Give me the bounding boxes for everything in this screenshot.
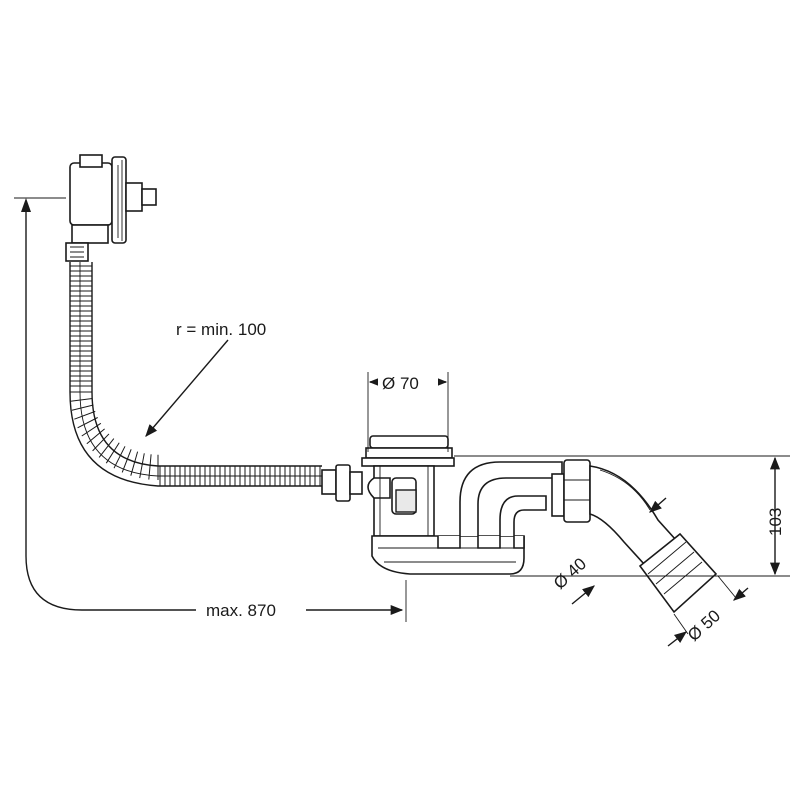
height-dimension: 103 <box>454 455 790 577</box>
hose-rib <box>74 410 96 420</box>
hose-rib <box>81 422 102 437</box>
hose-rib <box>105 442 120 464</box>
overflow-unit <box>65 154 157 262</box>
hose-rib <box>70 398 93 402</box>
hose-rib <box>71 404 94 411</box>
trap <box>371 461 563 575</box>
diameter-70-label: Ø 70 <box>382 374 419 393</box>
height-label: 103 <box>766 508 785 536</box>
hose-rib <box>113 446 126 469</box>
radius-dimension: r = min. 100 <box>145 320 266 437</box>
hose-rib <box>98 438 115 458</box>
radius-label: r = min. 100 <box>176 320 266 339</box>
hose-rib <box>130 451 139 476</box>
diameter-70-dimension: Ø 70 <box>367 372 449 452</box>
length-label: max. 870 <box>206 601 276 620</box>
hose-connector <box>321 464 363 502</box>
diameter-40-label: Ø 40 <box>550 554 590 593</box>
hose-rib <box>121 449 132 473</box>
drain-valve-body <box>361 435 455 537</box>
hose-rib <box>139 453 145 479</box>
length-dimension: max. 870 <box>14 197 407 622</box>
outlet-elbow <box>551 459 718 614</box>
hose-rib <box>86 428 105 445</box>
diameter-50-label: Ø 50 <box>684 606 724 645</box>
hose-rib <box>148 454 152 480</box>
hose-rib <box>92 433 110 452</box>
hose-rib <box>77 417 98 429</box>
flexible-hose <box>69 262 322 487</box>
